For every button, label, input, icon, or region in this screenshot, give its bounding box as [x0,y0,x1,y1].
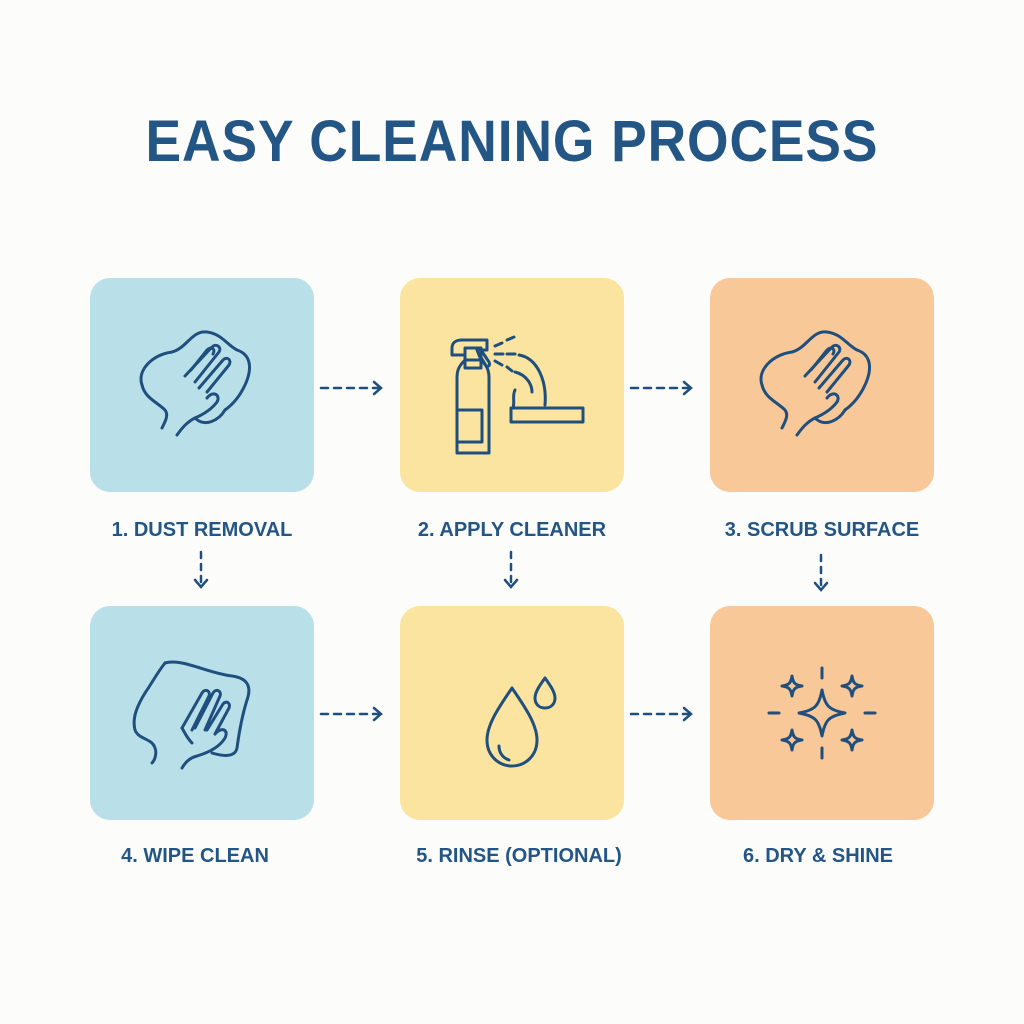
step-card-scrub-surface [710,278,934,492]
dashed-arrow-down-1-4 [193,550,209,589]
dashed-arrow-down-3-6 [813,553,829,592]
dashed-arrow-right-5-6 [629,706,693,722]
hand-scrubbing-cloth-icon [759,330,871,437]
step-label-1: 1. DUST REMOVAL [111,519,293,541]
step-card-dry-shine [710,606,934,820]
step-label-3: 3. SCRUB SURFACE [724,519,920,541]
water-drops-icon [485,676,557,768]
step-card-apply-cleaner [400,278,624,492]
step-card-dust-removal [90,278,314,492]
step-card-wipe-clean [90,606,314,820]
dashed-arrow-right-1-2 [319,380,383,396]
hand-wiping-cloth-icon [132,660,251,770]
step-label-4: 4. WIPE CLEAN [121,845,269,867]
step-card-rinse [400,606,624,820]
spray-bottle-icon [450,335,585,455]
step-label-6: 6. DRY & SHINE [742,845,894,867]
dashed-arrow-right-4-5 [319,706,383,722]
step-label-5: 5. RINSE (OPTIONAL) [416,845,622,867]
step-label-2: 2. APPLY CLEANER [417,519,607,541]
sparkles-icon [767,666,877,760]
dashed-arrow-down-2-5 [503,550,519,589]
page-title: EASY CLEANING PROCESS [145,109,879,174]
dashed-arrow-right-2-3 [629,380,693,396]
hand-wiping-cloth-icon [139,330,251,437]
